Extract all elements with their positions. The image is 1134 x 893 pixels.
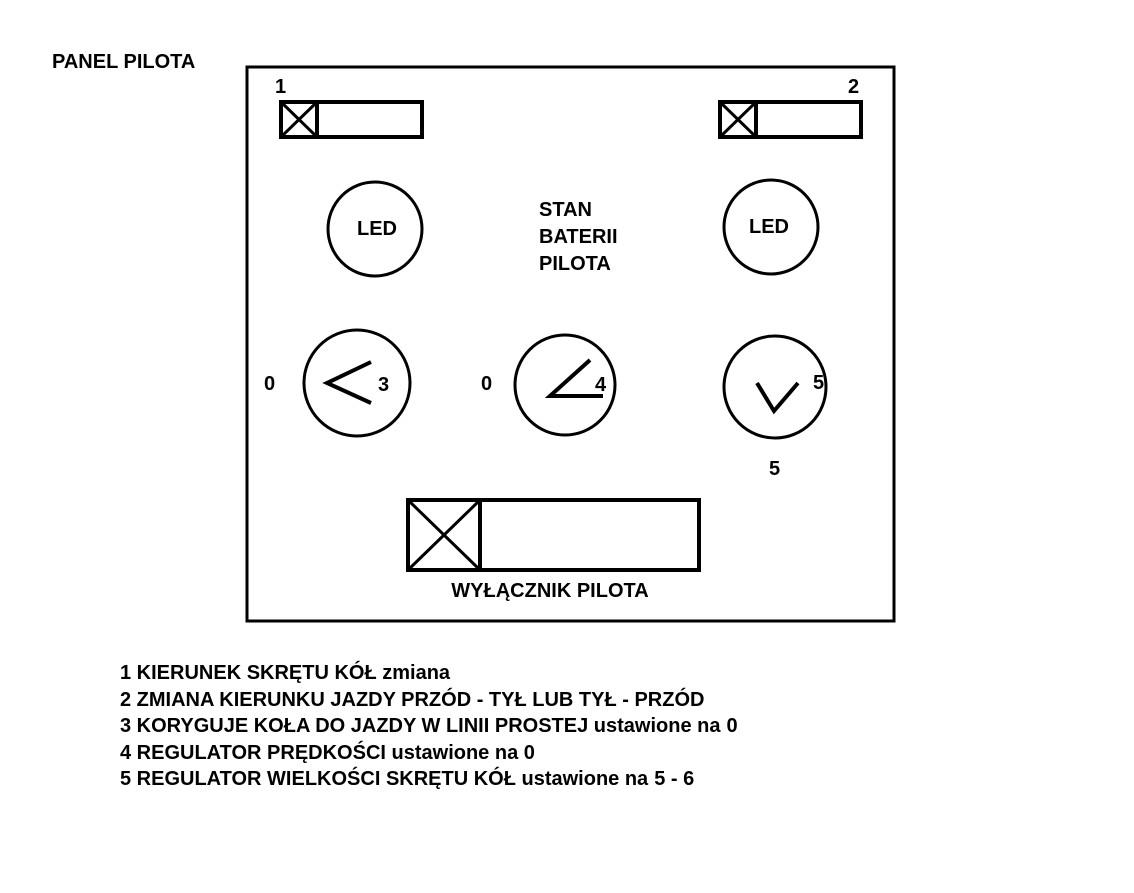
legend-item-1: 1 KIERUNEK SKRĘTU KÓŁ zmiana (120, 660, 738, 687)
battery-status-line-1: STAN (539, 199, 592, 221)
panel-frame (245, 65, 896, 623)
legend-item-1-text: 1 KIERUNEK SKRĘTU KÓŁ zmiana (120, 662, 451, 684)
legend-item-3: 3 KORYGUJE KOŁA DO JAZDY W LINII PROSTEJ… (120, 713, 738, 740)
switch-2[interactable] (718, 100, 863, 139)
legend-item-3-value: 0 (726, 715, 738, 737)
knob-3-min-label: 0 (264, 373, 275, 395)
switch-2-toggle-icon (718, 100, 758, 139)
knob-3-pointer-icon (322, 360, 372, 405)
switch-2-number: 2 (848, 76, 859, 98)
legend-item-4: 4 REGULATOR PRĘDKOŚCI ustawione na 0 (120, 740, 738, 767)
led-right-label: LED (749, 216, 789, 238)
power-switch[interactable] (406, 498, 701, 572)
knob-4-min-label: 0 (481, 373, 492, 395)
legend-item-5: 5 REGULATOR WIELKOŚCI SKRĘTU KÓŁ ustawio… (120, 766, 738, 793)
knob-5[interactable] (722, 334, 828, 440)
legend-item-5-text: 5 REGULATOR WIELKOŚCI SKRĘTU KÓŁ ustawio… (120, 768, 649, 790)
legend-item-4-text: 4 REGULATOR PRĘDKOŚCI ustawione na 0 (120, 741, 535, 764)
power-switch-toggle-icon (406, 498, 482, 572)
legend-item-5-value: 5 - 6 (654, 768, 695, 790)
led-left: LED (326, 180, 424, 278)
legend-item-2: 2 ZMIANA KIERUNKU JAZDY PRZÓD - TYŁ LUB … (120, 687, 738, 714)
led-right: LED (722, 178, 820, 276)
knob-5-number: 5 (813, 372, 824, 394)
knob-4-pointer-icon (544, 358, 603, 398)
legend-item-2-text: 2 ZMIANA KIERUNKU JAZDY PRZÓD - TYŁ LUB … (120, 688, 705, 711)
legend: 1 KIERUNEK SKRĘTU KÓŁ zmiana 2 ZMIANA KI… (120, 660, 738, 793)
panel-title: PANEL PILOTA (52, 51, 196, 73)
knob-5-pointer-icon (755, 381, 800, 415)
battery-status-label: STAN BATERII PILOTA (539, 199, 618, 275)
switch-1[interactable] (279, 100, 424, 139)
led-left-label: LED (357, 218, 397, 240)
knob-4[interactable] (513, 333, 617, 437)
switch-1-number: 1 (275, 76, 286, 98)
legend-item-3-text: 3 KORYGUJE KOŁA DO JAZDY W LINII PROSTEJ… (120, 715, 721, 737)
knob-5-bottom-label: 5 (769, 458, 780, 480)
knob-4-number: 4 (595, 374, 607, 396)
battery-status-line-2: BATERII (539, 226, 618, 248)
power-switch-label: WYŁĄCZNIK PILOTA (451, 580, 648, 602)
knob-3-number: 3 (378, 374, 389, 396)
battery-status-line-3: PILOTA (539, 253, 611, 275)
switch-1-toggle-icon (279, 100, 319, 139)
knob-3[interactable] (302, 328, 412, 438)
